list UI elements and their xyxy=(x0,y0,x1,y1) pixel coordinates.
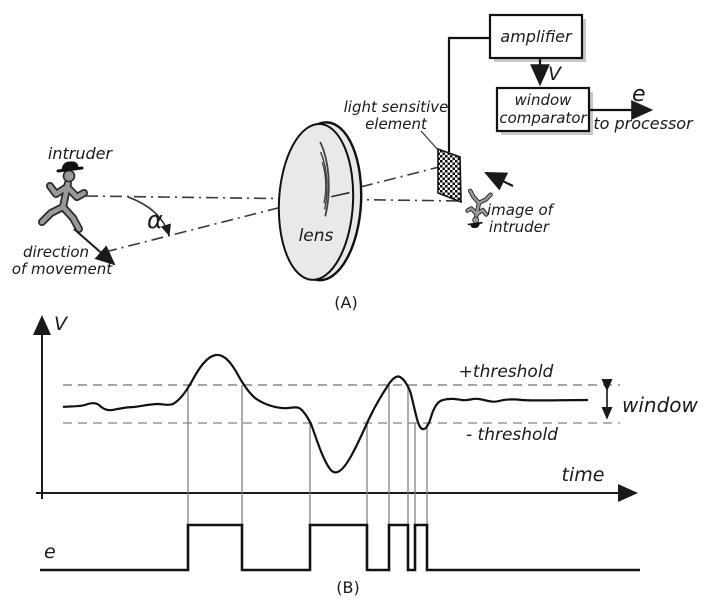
panel-a-caption: (A) xyxy=(334,293,357,312)
comparator-label-line2: comparator xyxy=(499,109,587,127)
connector-lines xyxy=(187,385,428,525)
angle-alpha-symbol: α xyxy=(147,206,163,234)
panel-a: α intruder direction of movement lens li… xyxy=(12,13,694,312)
time-axis-label: time xyxy=(562,464,605,486)
image-label-line1: image of xyxy=(487,201,556,219)
image-movement-arrow xyxy=(484,172,514,191)
amplifier-label: amplifier xyxy=(500,27,573,46)
window-comparator-box xyxy=(495,86,591,133)
e-waveform xyxy=(40,523,640,572)
intruder-label: intruder xyxy=(48,144,114,163)
sensor-pointer-line xyxy=(420,130,440,152)
voltage-curve xyxy=(62,353,589,474)
sensor-to-amplifier-wire xyxy=(447,36,490,152)
plus-threshold-label: +threshold xyxy=(459,362,554,382)
e-waveform-label: e xyxy=(44,541,56,563)
voltage-v-label: V xyxy=(548,63,563,85)
direction-label-line2: of movement xyxy=(12,260,113,278)
light-sensitive-element xyxy=(437,147,462,204)
output-e-label: e xyxy=(632,82,646,107)
amplifier-box xyxy=(488,13,584,60)
intruder-figure xyxy=(42,162,84,229)
sensor-label-line1: light sensitive xyxy=(344,98,449,116)
panel-b: V time +threshold - threshold window e (… xyxy=(33,313,699,597)
image-label-line2: intruder xyxy=(489,218,550,236)
comparator-label-line1: window xyxy=(515,91,573,109)
minus-threshold-label: - threshold xyxy=(466,425,558,445)
v-axis-label: V xyxy=(54,313,69,335)
optical-axis-ray xyxy=(85,195,463,202)
lens-shape xyxy=(277,121,363,282)
moving-target-ray xyxy=(104,165,444,253)
sensor-label-line2: element xyxy=(365,115,428,133)
window-label: window xyxy=(622,393,699,417)
direction-of-movement-arrow xyxy=(73,228,116,266)
lens-label: lens xyxy=(299,226,334,246)
angle-arc xyxy=(127,196,171,237)
panel-b-caption: (B) xyxy=(336,578,359,597)
direction-label-line1: direction xyxy=(23,243,89,261)
to-processor-label: to processor xyxy=(593,114,694,133)
